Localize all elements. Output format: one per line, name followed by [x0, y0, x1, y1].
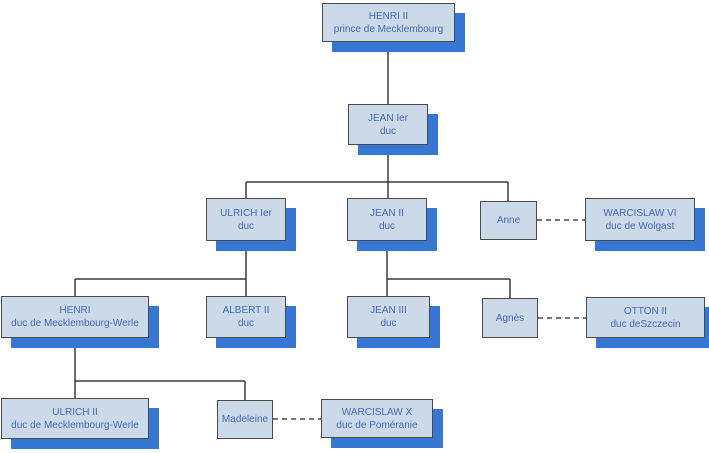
node-otton-ii-subtitle: duc deSzczecin [610, 318, 681, 330]
node-warcislaw-vi[interactable]: WARCISLAW VI duc de Wolgast [585, 198, 695, 241]
node-ulrich-ier-subtitle: duc [237, 220, 255, 232]
node-henri[interactable]: HENRI duc de Mecklembourg-Werle [1, 296, 149, 338]
node-jean-ii-subtitle: duc [378, 220, 396, 232]
node-henri-name: HENRI [59, 305, 91, 316]
node-anne-name: Anne [496, 215, 521, 226]
node-agnes-name: Agnès [495, 312, 525, 324]
node-anne[interactable]: Anne [480, 201, 537, 240]
node-albert-ii[interactable]: ALBERT II duc [206, 296, 286, 338]
node-jean-iii-subtitle: duc [380, 318, 397, 329]
node-otton-ii-name: OTTON II [623, 305, 668, 317]
node-jean-ier[interactable]: JEAN Ier duc [348, 104, 428, 145]
node-agnes[interactable]: Agnès [482, 298, 538, 338]
node-madeleine-name: Madeleine [221, 414, 269, 425]
node-ulrich-ier[interactable]: ULRICH Ier duc [206, 198, 286, 241]
node-warcislaw-x-name: WARCISLAW X [341, 406, 413, 418]
node-ulrich-ii-name: ULRICH II [52, 406, 98, 418]
node-henri-subtitle: duc de Mecklembourg-Werle [11, 318, 139, 329]
node-albert-ii-subtitle: duc [237, 318, 255, 329]
node-jean-ii[interactable]: JEAN II duc [347, 198, 427, 241]
node-jean-ii-name: JEAN II [370, 207, 404, 219]
node-warcislaw-vi-subtitle: duc de Wolgast [605, 220, 675, 232]
node-jean-ier-subtitle: duc [379, 125, 397, 137]
node-warcislaw-x[interactable]: WARCISLAW X duc de Poméranie [321, 399, 433, 438]
node-ulrich-ii[interactable]: ULRICH II duc de Mecklembourg-Werle [1, 398, 149, 439]
node-otton-ii[interactable]: OTTON II duc deSzczecin [586, 297, 705, 338]
node-henri-ii-name: HENRI II [368, 10, 409, 22]
node-jean-iii[interactable]: JEAN III duc [347, 296, 430, 338]
node-ulrich-ii-subtitle: duc de Mecklembourg-Werle [11, 419, 139, 431]
node-henri-ii-subtitle: prince de Mecklembourg [333, 23, 444, 35]
node-albert-ii-name: ALBERT II [222, 305, 270, 316]
node-warcislaw-x-subtitle: duc de Poméranie [336, 419, 418, 431]
node-madeleine[interactable]: Madeleine [217, 400, 273, 439]
node-henri-ii[interactable]: HENRI II prince de Mecklembourg [322, 3, 455, 42]
node-ulrich-ier-name: ULRICH Ier [220, 207, 272, 219]
node-jean-ier-name: JEAN Ier [367, 112, 408, 124]
node-warcislaw-vi-name: WARCISLAW VI [603, 207, 677, 219]
node-jean-iii-name: JEAN III [370, 305, 407, 316]
